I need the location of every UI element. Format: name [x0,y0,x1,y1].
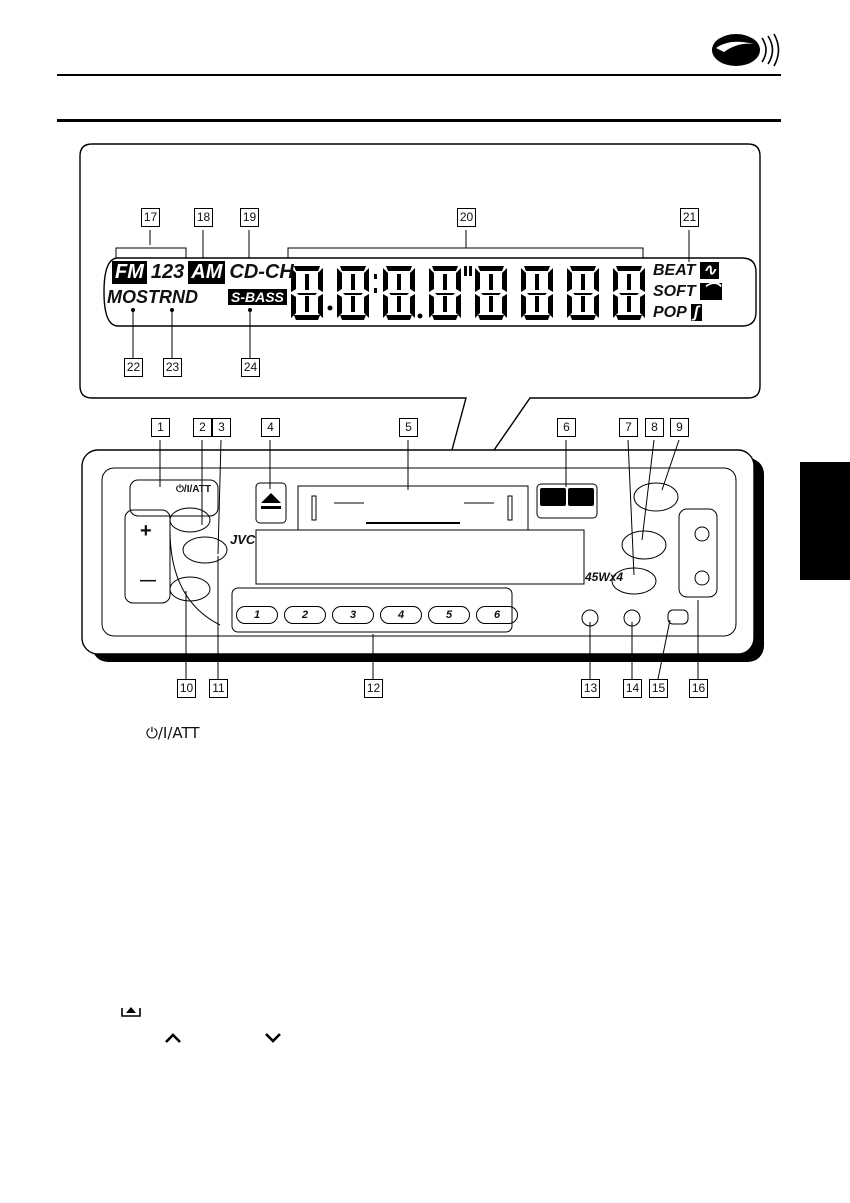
cd-ch-indicator: CD-CH [229,261,293,284]
preset-123-indicator: 123 [151,261,184,284]
sbass-indicator: S-BASS [228,289,287,305]
callout-2: 2 [193,418,212,437]
callout-18: 18 [194,208,213,227]
volume-minus-label: — [140,572,156,589]
unit-front-panel [0,400,850,700]
power-key-reference: ⏻/I/ATT [146,724,200,742]
callout-15: 15 [649,679,668,698]
digit-glyphs [288,264,648,322]
caret-up-icon [164,1031,182,1049]
segment-digits [288,264,648,322]
callout-6: 6 [557,418,576,437]
callout-22: 22 [124,358,143,377]
preset-button-6[interactable]: 6 [476,606,518,624]
caret-down-icon [264,1031,282,1049]
callout-9: 9 [670,418,689,437]
rnd-indicator: RND [159,287,198,307]
callout-19: 19 [240,208,259,227]
callout-13: 13 [581,679,600,698]
beat-indicator: BEAT ∿ [653,260,722,281]
preset-button-5[interactable]: 5 [428,606,470,624]
callout-23: 23 [163,358,182,377]
callout-16: 16 [689,679,708,698]
callout-7: 7 [619,418,638,437]
volume-plus-button[interactable]: + [140,520,152,543]
callout-8: 8 [645,418,664,437]
callout-4: 4 [261,418,280,437]
am-indicator: AM [188,261,225,284]
st-indicator: ST [136,287,159,307]
soft-indicator: SOFT ⌒ [653,281,722,302]
band-indicators: FM 123 AM CD-CH [112,261,294,284]
callout-3: 3 [212,418,231,437]
fm-indicator: FM [112,261,147,284]
callout-10: 10 [177,679,196,698]
pop-indicator: POP ʃ [653,302,722,323]
preset-buttons: 1 2 3 4 5 6 [236,606,518,624]
volume-plus-label: + [140,520,152,542]
preset-button-3[interactable]: 3 [332,606,374,624]
preset-button-1[interactable]: 1 [236,606,278,624]
callout-14: 14 [623,679,642,698]
model-label: 45Wx4 [585,570,623,584]
brand-logo: JVC [230,532,255,547]
preset-button-4[interactable]: 4 [380,606,422,624]
callout-5: 5 [399,418,418,437]
volume-minus-button[interactable]: — [140,572,156,590]
callout-24: 24 [241,358,260,377]
callout-21: 21 [680,208,699,227]
preset-button-2[interactable]: 2 [284,606,326,624]
callout-12: 12 [364,679,383,698]
callout-11: 11 [209,679,228,698]
callout-20: 20 [457,208,476,227]
sound-mode-indicators: BEAT ∿ SOFT ⌒ POP ʃ [653,260,722,323]
callout-1: 1 [151,418,170,437]
eject-icon [121,1004,141,1023]
mo-indicator: MO [107,287,136,307]
power-attenuator-button[interactable]: ⏻/I/ATT [140,484,211,495]
power-button-label: ⏻/I/ATT [176,484,211,495]
callout-17: 17 [141,208,160,227]
mode-indicators: MOSTRND [107,287,198,308]
